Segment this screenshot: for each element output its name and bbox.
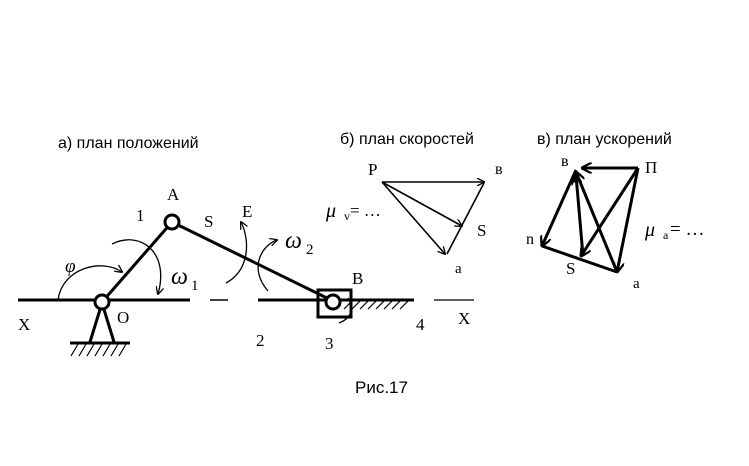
velocity-scale-subscript: v: [344, 209, 350, 223]
accel-vector-a-b: [576, 172, 619, 273]
omega2-arc: [257, 240, 277, 292]
joint-B: [324, 293, 342, 311]
velocity-vector-ps: [381, 181, 462, 226]
velocity-plan-title: б) план скоростей: [340, 131, 474, 148]
acceleration-plan-title: в) план ускорений: [537, 131, 672, 148]
label-velocity-pole: P: [368, 160, 377, 179]
label-point-A: A: [167, 185, 180, 204]
label-x-right: X: [458, 309, 470, 328]
accel-vector-pi-a: [617, 167, 640, 272]
velocity-vector-ab: [446, 182, 485, 255]
joint-A: [163, 213, 181, 231]
label-omega1: ω: [171, 264, 188, 290]
label-accel-b: в: [561, 153, 569, 170]
label-accel-pole: П: [645, 158, 657, 177]
figure-caption: Рис.17: [355, 378, 408, 397]
label-link-3: 3: [325, 334, 334, 353]
label-omega1-subscript: 1: [191, 278, 199, 294]
velocity-scale-value: = …: [350, 201, 381, 220]
label-point-S: S: [204, 212, 213, 231]
positions-plan-title: а) план положений: [58, 135, 199, 152]
slider-arc: [338, 297, 352, 324]
acceleration-plan-diagram: в П n S a μ a = …: [526, 153, 704, 292]
crank-OA: [100, 221, 174, 303]
label-link-2: 2: [256, 331, 265, 350]
label-angle-phi: φ: [65, 256, 76, 277]
label-velocity-b: в: [495, 161, 503, 178]
label-point-B: B: [352, 269, 363, 288]
label-velocity-a: a: [455, 261, 462, 277]
label-omega2-subscript: 2: [306, 242, 314, 258]
rail-hatching: [343, 300, 409, 310]
label-accel-n: n: [526, 231, 534, 248]
label-omega2: ω: [285, 228, 302, 254]
label-velocity-s: S: [477, 221, 486, 240]
omega1-arc: [111, 239, 161, 294]
angular-accel-arc-E: [225, 222, 247, 284]
label-x-left: X: [18, 315, 30, 334]
connecting-rod-AB: [171, 220, 334, 303]
label-point-O: O: [117, 308, 129, 327]
label-link-4: 4: [416, 315, 425, 334]
accel-vector-n-a: [541, 244, 618, 274]
accel-scale-subscript: a: [663, 228, 669, 242]
label-point-E: E: [242, 202, 252, 221]
accel-scale-mu: μ: [644, 219, 655, 241]
accel-vector-s-b: [576, 175, 585, 257]
joint-O: [93, 293, 111, 311]
label-link-1: 1: [136, 206, 145, 225]
velocity-vector-pa: [381, 181, 445, 254]
accel-vector-pi-s: [581, 167, 640, 256]
label-accel-s: S: [566, 259, 575, 278]
label-accel-a: a: [633, 276, 640, 292]
velocity-plan-diagram: P в S a μ v = …: [325, 160, 503, 277]
accel-vector-b-n: [542, 169, 578, 246]
accel-scale-value: = …: [670, 219, 704, 240]
mechanism-diagram: X X O A B S E 1 2 3 4 φ ω 1 ω 2: [18, 185, 474, 357]
velocity-scale-mu: μ: [325, 200, 336, 222]
angle-phi-arc: [57, 266, 122, 301]
